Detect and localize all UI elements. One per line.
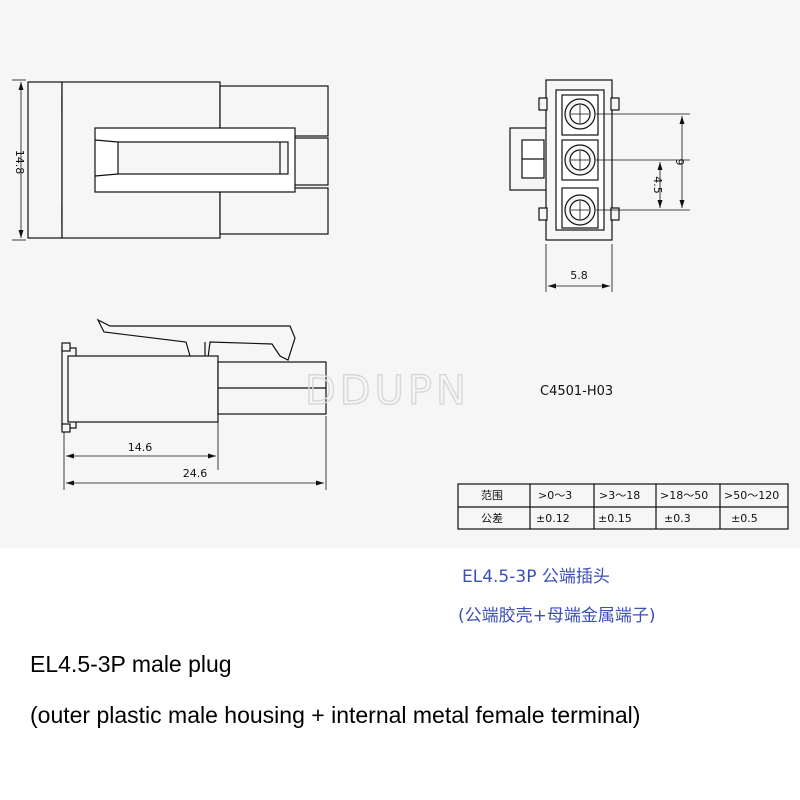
- technical-drawing: 14.8: [12, 79, 789, 530]
- technical-drawing-area: 14.8: [12, 79, 789, 530]
- caption-en-title: EL4.5-3P male plug: [30, 651, 232, 677]
- front-view: 9 4.5 5.8: [509, 79, 690, 292]
- pin-span-label: 9: [673, 159, 686, 166]
- watermark-text: DDUPN: [305, 368, 470, 414]
- table-cell: >50～120: [724, 489, 779, 502]
- table-cell: ±0.12: [536, 512, 570, 525]
- table-cell: ±0.15: [598, 512, 632, 525]
- part-code-label: C4501-H03: [540, 384, 613, 399]
- table-cell: 范围: [481, 488, 503, 502]
- table-cell: >0～3: [538, 489, 572, 502]
- side-view: 14.8: [12, 79, 329, 241]
- housing-length-label: 14.6: [128, 441, 153, 454]
- table-cell: ±0.5: [731, 512, 758, 525]
- table-cell: ±0.3: [664, 512, 691, 525]
- caption-cn-title: EL4.5-3P 公端插头: [462, 567, 610, 587]
- pin-pitch-label: 4.5: [651, 176, 664, 194]
- caption-en-subtitle: (outer plastic male housing + internal m…: [30, 702, 641, 728]
- housing-width-label: 5.8: [570, 269, 588, 282]
- tolerance-table: 范围 >0～3 >3～18 >18～50 >50～120 公差 ±0.12 ±0…: [457, 483, 789, 530]
- table-cell: >3～18: [599, 489, 640, 502]
- side-height-label: 14.8: [13, 150, 26, 175]
- top-view: 14.6 24.6: [61, 318, 327, 490]
- table-cell: 公差: [481, 511, 503, 525]
- caption-cn-subtitle: (公端胶壳+母端金属端子): [458, 606, 656, 626]
- total-length-label: 24.6: [183, 467, 208, 480]
- table-cell: >18～50: [660, 489, 708, 502]
